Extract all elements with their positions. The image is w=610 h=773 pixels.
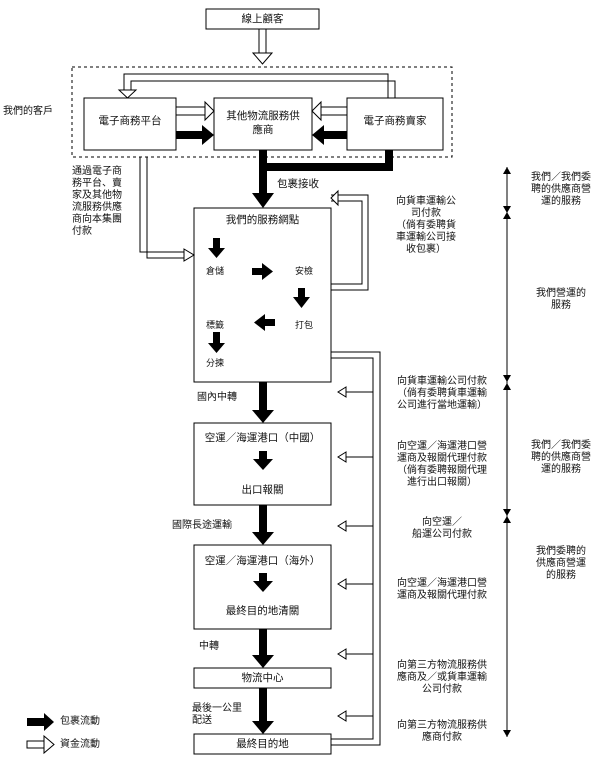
- pay-port-export-label: 向空運／海運港口營 運商及報關代理付款 （倘有委聘報關代理 進行出口報關）: [397, 441, 487, 488]
- platform-box: [83, 97, 177, 151]
- legend-money-label: 資金流動: [60, 739, 100, 750]
- service-network-box: [193, 207, 332, 383]
- pay-truck-domestic-label: 向貨車運輸公司付款 （倘有委聘貨車運輸 公司進行當地運輸）: [397, 376, 487, 411]
- security-check-label: 安檢: [295, 267, 314, 277]
- final-destination-label: 最終目的地: [236, 738, 289, 750]
- legend-money-icon: [26, 734, 55, 755]
- last-mile-label: 最後一公里 配送: [192, 703, 242, 726]
- legend-parcel-label: 包裹流動: [60, 716, 100, 727]
- final-destination-box: [193, 733, 332, 755]
- parcel-flow-arrows: [176, 125, 393, 734]
- pay-3pl-or-truck-label: 向第三方物流服務供 應商及／或貨車運輸 公司付款: [397, 660, 487, 695]
- transit-label: 中轉: [199, 641, 219, 652]
- port-cn-label: 空運／海運港口（中國）: [204, 432, 321, 444]
- legend-parcel-icon: [27, 713, 54, 731]
- pay-air-ship-label: 向空運／ 船運公司付款: [412, 517, 472, 540]
- port-overseas-label: 空運／海運港口（海外）: [204, 555, 321, 567]
- warehousing-label: 倉儲: [206, 267, 225, 277]
- other-logistics-label: 其他物流服務供 應商: [226, 110, 300, 136]
- final-customs-label: 最終目的地清關: [225, 605, 300, 617]
- service-network-label: 我們的服務網點: [225, 214, 300, 226]
- online-customer-box: [205, 8, 320, 30]
- parcel-pickup-label: 包裹接收: [277, 178, 319, 190]
- export-customs-label: 出口報關: [241, 484, 284, 496]
- domestic-transfer-label: 國內中轉: [197, 392, 237, 403]
- scope-operated-by-us: 我們營運的 服務: [536, 288, 586, 311]
- scope-contracted-suppliers: 我們委聘的 供應商營運 的服務: [536, 546, 586, 581]
- packing-label: 打包: [295, 321, 314, 331]
- online-customer-label: 線上顧客: [241, 13, 284, 25]
- platform-label: 電子商務平台: [98, 115, 162, 127]
- labeling-label: 標籤: [206, 321, 225, 331]
- our-customers-label: 我們的客戶: [3, 106, 53, 117]
- merchant-label: 電子商務賣家: [363, 115, 427, 127]
- international-transport-label: 國際長途運輸: [172, 520, 232, 531]
- scope-ours-or-contracted-2: 我們／我們委 聘的供應商營 運的服務: [531, 440, 591, 475]
- pay-3pl-label: 向第三方物流服務供 應商付款: [397, 720, 487, 743]
- pay-truck-pickup-label: 向貨車運輸公 司付款 （倘有委聘貨 車運輸公司接 收包裹）: [396, 196, 456, 255]
- merchant-box: [346, 97, 444, 151]
- other-logistics-box: [213, 97, 313, 151]
- money-flow-arrows: [117, 29, 396, 746]
- pay-via-platform-label: 通過電子商 務平台、賣 家及其他物 流服務供應 商向本集團 付款: [72, 166, 122, 237]
- sorting-label: 分揀: [206, 359, 225, 369]
- scope-ours-or-contracted-1: 我們／我們委 聘的供應商營 運的服務: [531, 172, 591, 207]
- logistics-center-label: 物流中心: [241, 672, 284, 684]
- pay-port-customs-label: 向空運／海運港口營 運商及報關代理付款: [397, 578, 487, 601]
- scope-bracket-heads: [503, 167, 511, 737]
